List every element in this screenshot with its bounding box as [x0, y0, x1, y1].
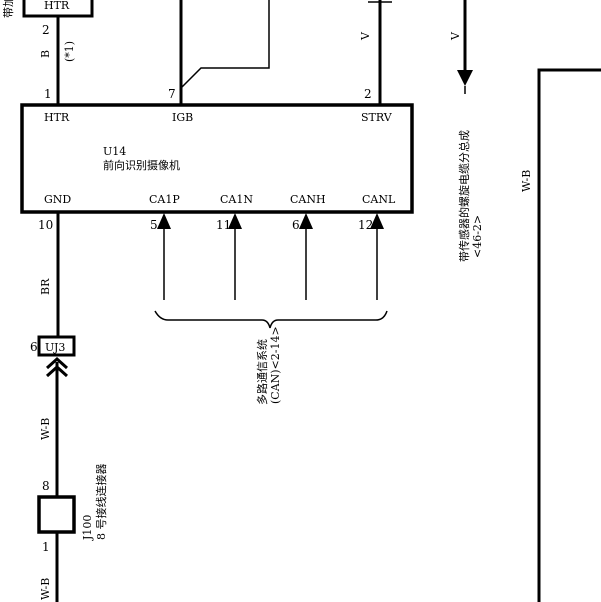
bottom-wire-color: W-B: [39, 578, 52, 600]
uj3-pin-number: 6: [30, 340, 38, 354]
cut-label-top-left: 带加: [2, 0, 15, 18]
can-arrow-ca1p: [157, 213, 171, 229]
can-label: 多路通信系统: [255, 339, 269, 405]
htr-top-pin-number: 2: [42, 23, 50, 37]
can-pin-number-canl: 12: [358, 218, 373, 232]
gnd-pin-number: 10: [38, 218, 53, 232]
ecu-pin-label-canh: CANH: [290, 193, 326, 206]
gnd-wire-color: BR: [39, 278, 52, 295]
uj3-connector-box: [37, 335, 76, 357]
htr-wire-note: (*1): [63, 41, 76, 62]
ecu-pin-label-htr: HTR: [44, 111, 70, 124]
htr-connector-label: HTR: [44, 0, 70, 12]
ecu-pin-label-strv: STRV: [361, 111, 393, 124]
can-label-ref: (CAN)<2-14>: [269, 326, 282, 404]
igb-pin-number: 7: [168, 87, 176, 101]
ecu-pin-label-ca1p: CA1P: [149, 193, 180, 206]
htr-wire-color: B: [39, 50, 52, 58]
can-pin-number-ca1n: 11: [216, 218, 231, 232]
can-arrow-ca1n: [228, 213, 242, 229]
right-wire-color: W-B: [520, 170, 533, 192]
sensor-wire-color: V: [449, 31, 462, 41]
ecu-name: 前向识别摄像机: [103, 158, 180, 172]
igb-branch-wire: [180, 0, 270, 89]
can-arrow-canl: [370, 213, 384, 229]
strv-pin-number: 2: [364, 87, 372, 101]
htr-ecu-pin-number: 1: [44, 87, 52, 101]
j100-top-pin: 8: [42, 479, 50, 493]
sensor-label: 带传感器的螺旋电缆分总成: [457, 130, 471, 262]
right-ground-wire: [537, 68, 601, 602]
ecu-pin-label-igb: IGB: [172, 111, 193, 124]
sensor-arrow: [457, 70, 473, 86]
uj3-chevron-upper: [45, 356, 69, 370]
j100-connector-box: [37, 495, 76, 534]
ecu-u14-box: [20, 103, 414, 214]
can-pin-number-canh: 6: [292, 218, 300, 232]
can-pin-number-ca1p: 5: [150, 218, 158, 232]
j100-bottom-pin: 1: [42, 540, 50, 554]
can-group-brace: [154, 310, 388, 329]
sensor-label-ref: <46-2>: [471, 215, 484, 258]
ecu-pin-label-canl: CANL: [362, 193, 396, 206]
mid-wire-color: W-B: [39, 418, 52, 440]
ecu-pin-label-gnd: GND: [44, 193, 71, 206]
j100-id: J100: [81, 515, 94, 541]
strv-wire-color: V: [359, 31, 372, 41]
can-arrow-canh: [299, 213, 313, 229]
ecu-id: U14: [103, 145, 126, 158]
ecu-pin-label-ca1n: CA1N: [220, 193, 253, 206]
uj3-label: UJ3: [45, 341, 65, 354]
j100-name: 8 号接线连接器: [94, 464, 108, 541]
